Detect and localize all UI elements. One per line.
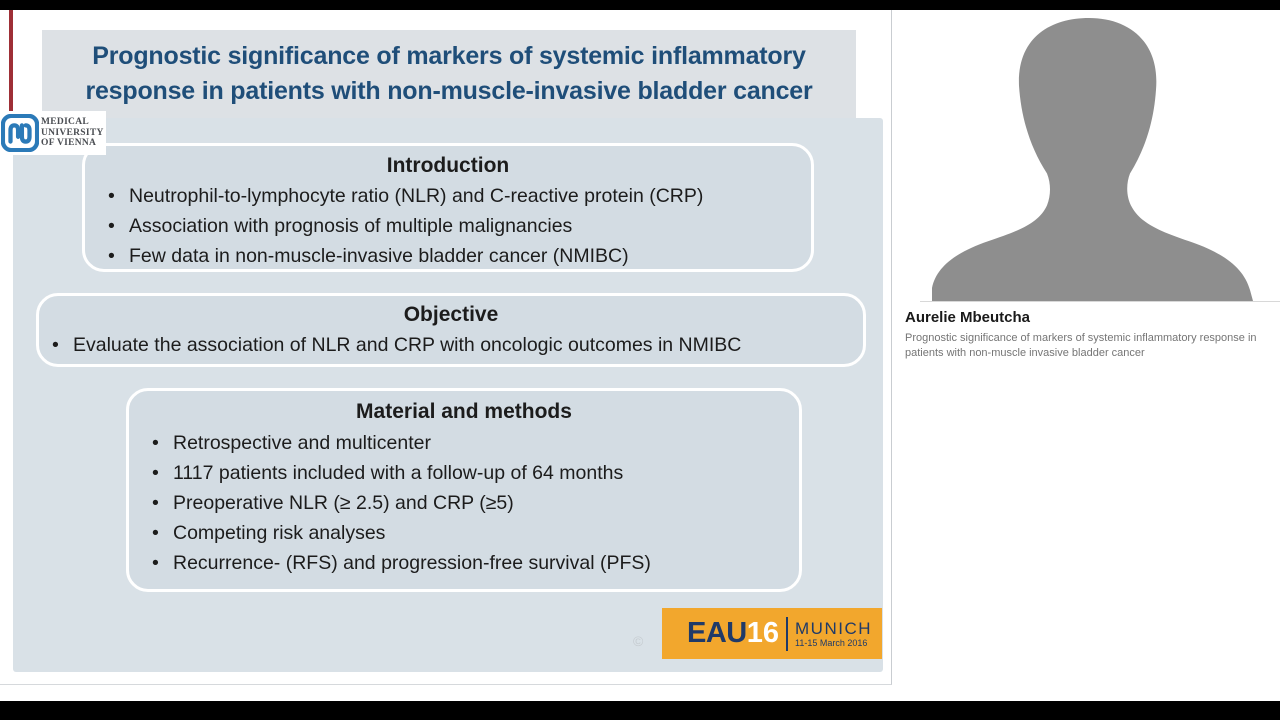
bullet-icon: • <box>152 492 159 514</box>
bullet-text: Recurrence- (RFS) and progression-free s… <box>173 552 651 574</box>
copyright-icon: © <box>633 633 644 649</box>
section-objective: Objective • Evaluate the association of N… <box>36 293 866 367</box>
bullet-text: Association with prognosis of multiple m… <box>129 215 573 237</box>
university-logo-icon <box>1 114 39 152</box>
list-item: • Recurrence- (RFS) and progression-free … <box>152 548 799 578</box>
bullet-text: Neutrophil-to-lymphocyte ratio (NLR) and… <box>129 185 704 207</box>
bullet-text: Competing risk analyses <box>173 522 386 544</box>
speaker-talk-title: Prognostic significance of markers of sy… <box>905 332 1257 359</box>
slide-title: Prognostic significance of markers of sy… <box>42 30 856 118</box>
university-logo-text-line1: MEDICAL <box>41 117 90 128</box>
bullet-icon: • <box>108 185 115 207</box>
person-silhouette-icon <box>932 17 1253 301</box>
section-heading: Objective <box>403 303 499 326</box>
university-logo: MEDICAL UNIVERSITY OF VIENNA <box>0 111 106 155</box>
bullet-text: Few data in non-muscle-invasive bladder … <box>129 245 629 267</box>
list-item: • Few data in non-muscle-invasive bladder… <box>108 241 811 271</box>
bullet-icon: • <box>52 334 59 356</box>
bullet-text: Retrospective and multicenter <box>173 432 431 454</box>
slide-area: Prognostic significance of markers of sy… <box>0 10 892 685</box>
list-item: • Neutrophil-to-lymphocyte ratio (NLR) an… <box>108 181 811 211</box>
bullet-list: • Neutrophil-to-lymphocyte ratio (NLR) an… <box>85 181 811 271</box>
speaker-panel: Aurelie Mbeutcha Prognostic significance… <box>893 10 1280 701</box>
list-item: • Association with prognosis of multiple … <box>108 211 811 241</box>
bullet-icon: • <box>108 215 115 237</box>
university-logo-text-line3: OF VIENNA <box>41 138 97 149</box>
bullet-icon: • <box>152 522 159 544</box>
red-accent-bar <box>9 10 13 151</box>
letterbox-bottom <box>0 701 1280 720</box>
event-logo-dates: 11-15 March 2016 <box>795 637 868 648</box>
event-logo-city: MUNICH <box>795 618 872 638</box>
list-item: • Retrospective and multicenter <box>152 428 799 458</box>
bullet-icon: • <box>108 245 115 267</box>
speaker-name: Aurelie Mbeutcha <box>905 309 1031 326</box>
list-item: • Evaluate the association of NLR and CRP… <box>52 330 863 360</box>
section-material-and-methods: Material and methods • Retrospective and … <box>126 388 802 592</box>
letterbox-top <box>0 0 1280 10</box>
section-heading: Introduction <box>386 154 510 177</box>
bullet-text: Evaluate the association of NLR and CRP … <box>73 334 742 356</box>
bullet-list: • Retrospective and multicenter • 1117 pat… <box>129 428 799 578</box>
bullet-list: • Evaluate the association of NLR and CRP… <box>39 330 863 360</box>
bullet-text: Preoperative NLR (≥ 2.5) and CRP (≥5) <box>173 492 514 514</box>
section-introduction: Introduction • Neutrophil-to-lymphocyte r… <box>82 143 814 272</box>
list-item: • 1117 patients included with a follow-up… <box>152 458 799 488</box>
slide-title-line2: response in patients with non-muscle-inv… <box>85 77 813 105</box>
bullet-icon: • <box>152 462 159 484</box>
event-logo-eau: EAU <box>687 617 747 649</box>
bullet-text: 1117 patients included with a follow-up … <box>173 462 624 484</box>
content-panel: Introduction • Neutrophil-to-lymphocyte r… <box>13 118 883 672</box>
bullet-icon: • <box>152 552 159 574</box>
speaker-avatar <box>920 10 1280 302</box>
university-logo-text-line2: UNIVERSITY <box>41 127 104 138</box>
event-logo-year: 16 <box>746 617 779 649</box>
list-item: • Preoperative NLR (≥ 2.5) and CRP (≥5) <box>152 488 799 518</box>
bullet-icon: • <box>152 432 159 454</box>
slide-title-line1: Prognostic significance of markers of sy… <box>92 42 806 70</box>
section-heading: Material and methods <box>356 400 572 423</box>
divider <box>786 616 788 651</box>
list-item: • Competing risk analyses <box>152 518 799 548</box>
